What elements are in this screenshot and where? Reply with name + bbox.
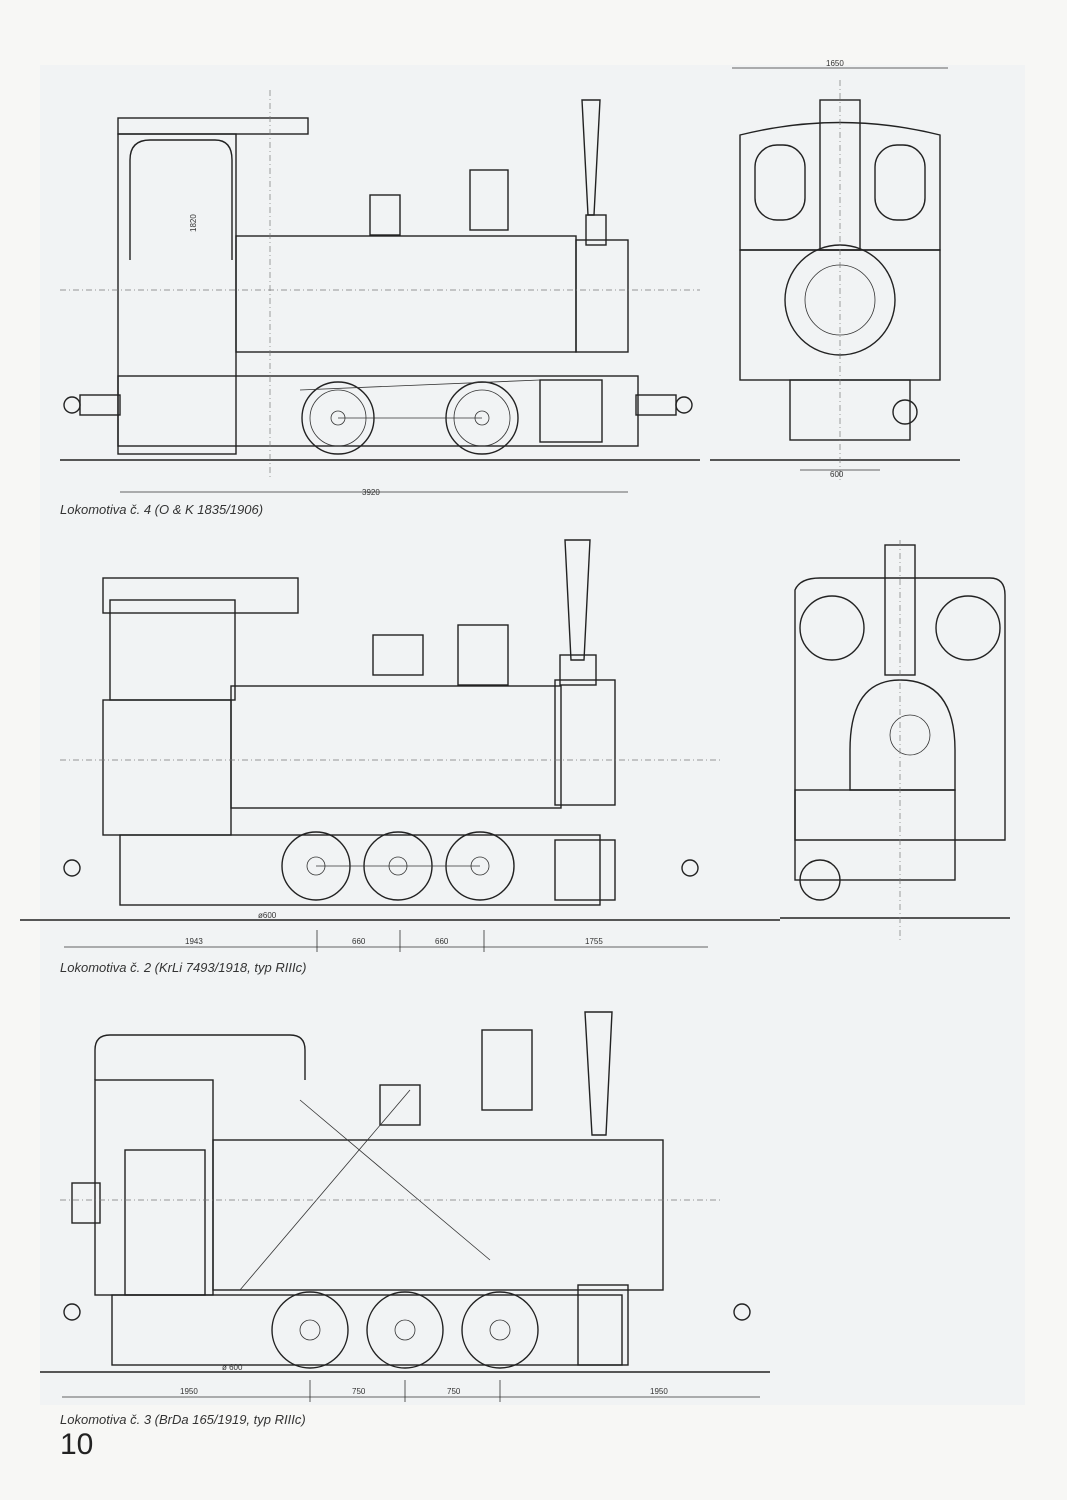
dimension-wheel-diameter: ø 600	[222, 1363, 243, 1372]
dimension-front-width: 1650	[826, 59, 844, 68]
figure-caption-locomotive-4: Lokomotiva č. 4 (O & K 1835/1906)	[60, 502, 264, 517]
dimension-segment: 660	[435, 937, 449, 946]
dimension-segment: 1943	[185, 937, 203, 946]
figure-caption-locomotive-3: Lokomotiva č. 3 (BrDa 165/1919, typ RIII…	[60, 1412, 306, 1427]
figure-caption-locomotive-2: Lokomotiva č. 2 (KrLi 7493/1918, typ RII…	[60, 960, 307, 975]
drawing-background	[40, 65, 1025, 1405]
dimension-cab-height: 1820	[189, 214, 198, 232]
dimension-segment: 750	[447, 1387, 461, 1396]
dimension-track-gauge: 600	[830, 470, 844, 479]
dimension-wheel-diameter: ø600	[258, 911, 277, 920]
dimension-segment: 1950	[650, 1387, 668, 1396]
dimension-segment: 750	[352, 1387, 366, 1396]
page-number: 10	[60, 1428, 94, 1461]
dimension-segment: 660	[352, 937, 366, 946]
dimension-segment: 1755	[585, 937, 603, 946]
dimension-overall-length: 3920	[362, 488, 380, 497]
dimension-segment: 1950	[180, 1387, 198, 1396]
